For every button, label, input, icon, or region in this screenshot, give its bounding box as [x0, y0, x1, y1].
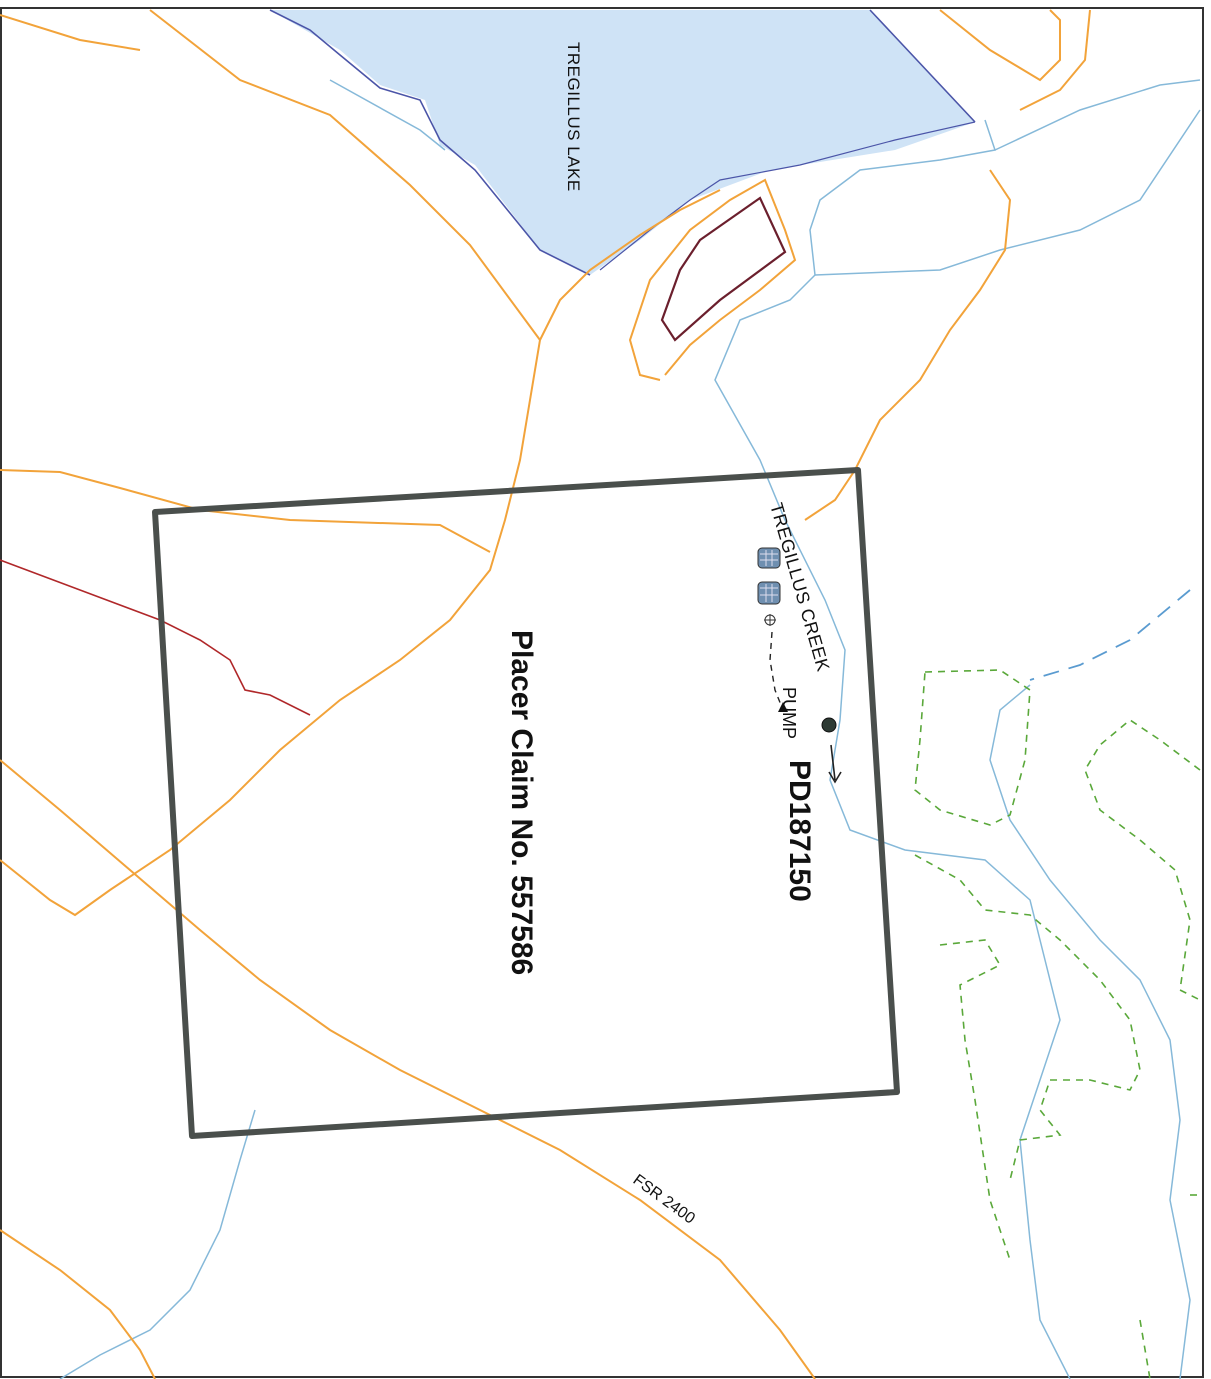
claim-boundary: [152, 467, 900, 1139]
pump-pipeline: [769, 631, 784, 711]
intermittent-stream: [1029, 589, 1191, 681]
water-tank-icon: [757, 547, 781, 569]
point-label: PD187150: [783, 760, 816, 902]
lake-area: [270, 10, 975, 275]
pump-label: PUMP: [779, 687, 799, 739]
feature-polygon: [660, 196, 787, 342]
lake-label: TREGILLUS LAKE: [564, 42, 583, 192]
green-dashed-lines: [914, 669, 1201, 1379]
lake-shoreline: [269, 9, 976, 276]
map-border: [0, 7, 1204, 1378]
lake-shoreline-south: [599, 121, 976, 271]
red-trail: [0, 559, 311, 716]
claim-label: Placer Claim No. 557586: [505, 630, 538, 975]
pump-arrow-icon: [778, 702, 788, 712]
point-of-diversion-icon: [821, 717, 842, 784]
streams: [59, 79, 1201, 1379]
water-tank-icon: [757, 581, 781, 605]
crosshair-icon: [764, 614, 776, 626]
